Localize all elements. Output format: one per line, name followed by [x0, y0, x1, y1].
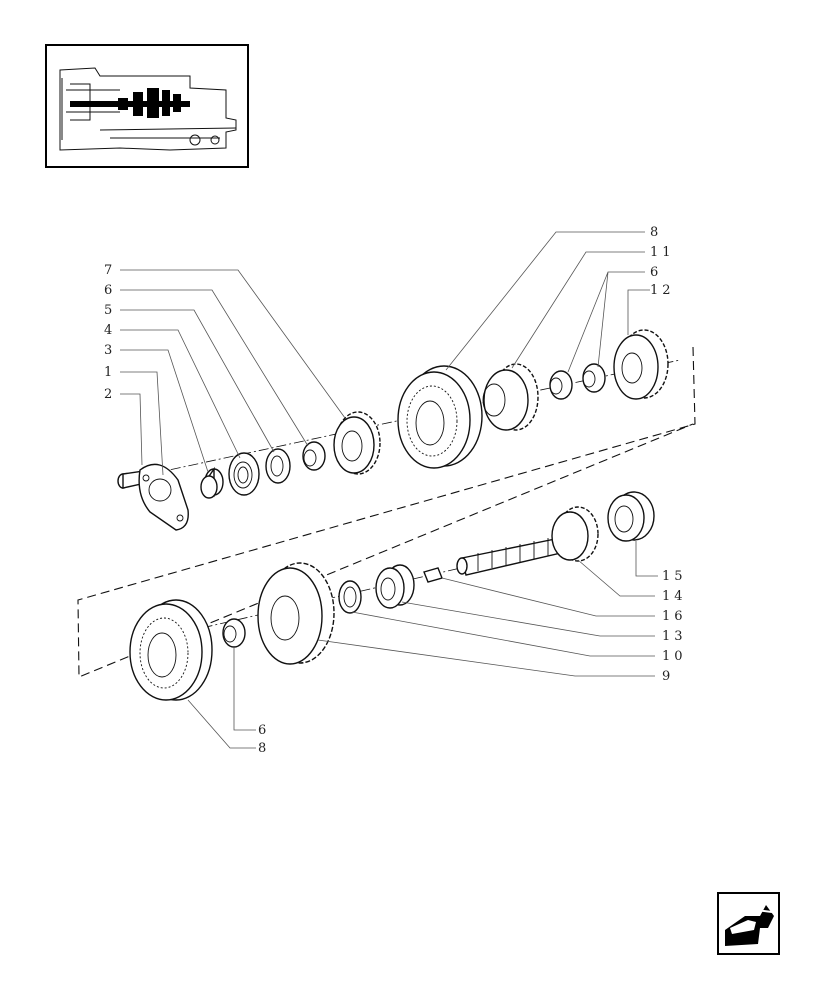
callout-12: 12 [650, 283, 675, 298]
bearing [200, 466, 224, 499]
callout-2: 2 [104, 387, 116, 402]
callout-7: 7 [104, 263, 116, 278]
callout-11: 11 [650, 245, 675, 260]
callout-8: 8 [650, 225, 662, 240]
thrust-ring [338, 580, 362, 614]
callout-1: 1 [104, 365, 116, 380]
gear [333, 411, 381, 475]
callout-15: 15 [662, 569, 687, 584]
needle-bearing [375, 564, 415, 609]
ball-bearing [607, 491, 655, 542]
leader-lines [120, 231, 658, 749]
callout-labels: 7 6 5 4 3 1 2 8 11 6 12 15 14 16 13 10 9… [104, 225, 687, 756]
callout-14: 14 [662, 589, 687, 604]
previous-page-arrow-icon[interactable] [717, 892, 780, 955]
roller-bearing [228, 452, 260, 496]
pin [423, 567, 443, 583]
input-shaft [456, 506, 599, 576]
callout-16: 16 [662, 609, 687, 624]
gear [613, 329, 669, 400]
callout-6: 6 [104, 283, 116, 298]
synchronizer-sleeve [397, 365, 483, 469]
callout-8: 8 [258, 741, 270, 756]
callout-6: 6 [258, 723, 270, 738]
bushing [222, 618, 246, 648]
gear [257, 562, 335, 665]
transmission-section-locator-icon [45, 44, 249, 168]
callout-13: 13 [662, 629, 687, 644]
retaining-plate [138, 463, 189, 531]
callout-9: 9 [662, 669, 674, 684]
bushing [549, 370, 573, 400]
callout-4: 4 [104, 323, 116, 338]
gear [482, 363, 539, 431]
synchronizer-sleeve [129, 599, 213, 701]
upper-assembly-axis [117, 359, 681, 482]
assembly-boundary [77, 346, 696, 678]
callout-5: 5 [104, 303, 116, 318]
bushing [582, 363, 606, 393]
callout-3: 3 [104, 343, 116, 358]
callout-10: 10 [662, 649, 687, 664]
bushing [302, 441, 326, 471]
callout-6: 6 [650, 265, 662, 280]
thrust-ring [265, 448, 291, 484]
